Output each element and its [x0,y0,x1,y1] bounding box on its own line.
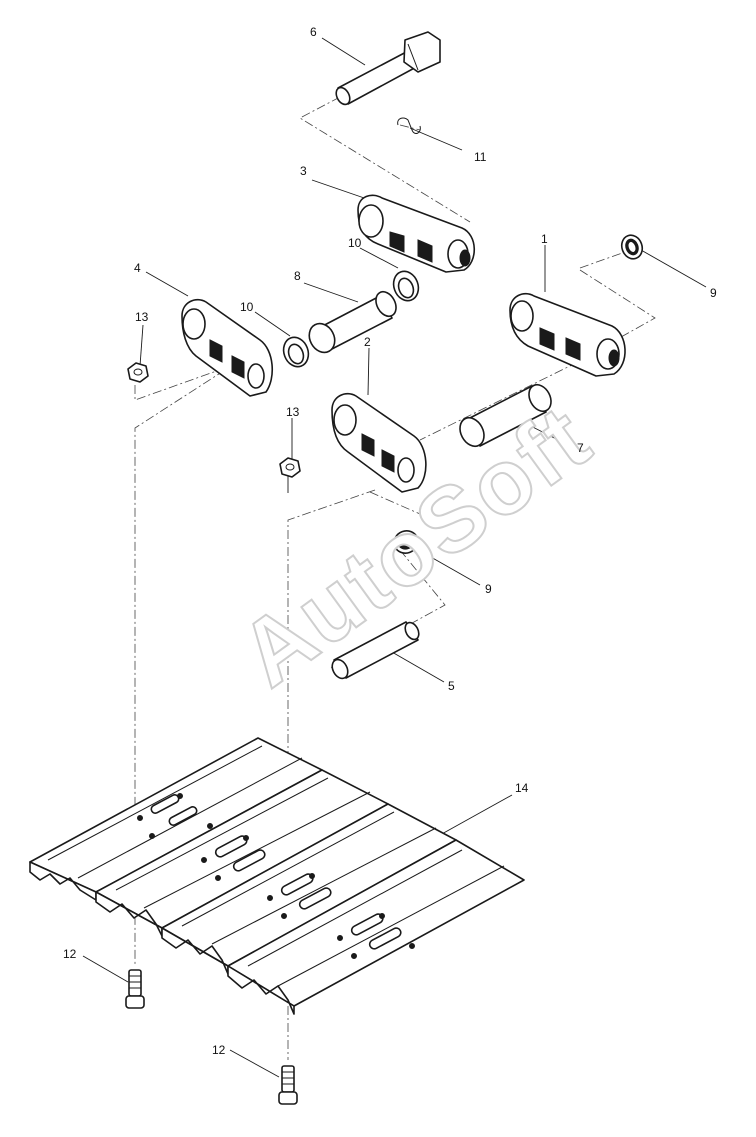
track-pin-5 [331,621,420,680]
track-link-3 [357,194,476,273]
spring-clip-11 [397,117,421,134]
callout-7: 7 [577,441,584,455]
callout-13-left: 13 [135,310,149,324]
callout-3: 3 [300,164,307,178]
bushing-8 [308,290,397,354]
callout-12-right: 12 [212,1043,226,1057]
spacer-ring-10-lower [282,336,310,368]
track-link-2 [331,392,427,493]
track-shoe-assembly-14 [29,737,525,1015]
callout-1: 1 [541,232,548,246]
track-link-4 [181,298,273,397]
watermark-text: AutoSoft [222,386,609,706]
callout-9-upper: 9 [710,286,717,300]
callout-labels: 6 11 3 10 1 9 4 8 10 13 2 13 7 9 5 14 12… [63,25,717,1057]
callout-2: 2 [364,335,371,349]
hex-nut-13-left [127,362,149,383]
seal-ring-9-lower [393,530,419,554]
callout-12-left: 12 [63,947,77,961]
seal-ring-9-upper [620,234,644,260]
callout-10-upper: 10 [348,236,362,250]
callout-6: 6 [310,25,317,39]
callout-11: 11 [474,150,487,164]
callout-9-lower: 9 [485,582,492,596]
callout-13-right: 13 [286,405,300,419]
callout-4: 4 [134,261,141,275]
callout-5: 5 [448,679,455,693]
callout-10-lower: 10 [240,300,254,314]
callout-14: 14 [515,781,529,795]
spacer-ring-10-upper [392,270,420,302]
track-link-1 [509,292,626,377]
track-pin-6 [335,31,441,106]
callout-8: 8 [294,269,301,283]
hex-nut-13-right [279,457,301,478]
shoe-bolt-12-right [278,1065,298,1105]
assembly-centerlines [134,96,656,1060]
leader-lines [82,37,707,1078]
shoe-bolt-12-left [125,969,145,1009]
bushing-7 [459,383,552,448]
